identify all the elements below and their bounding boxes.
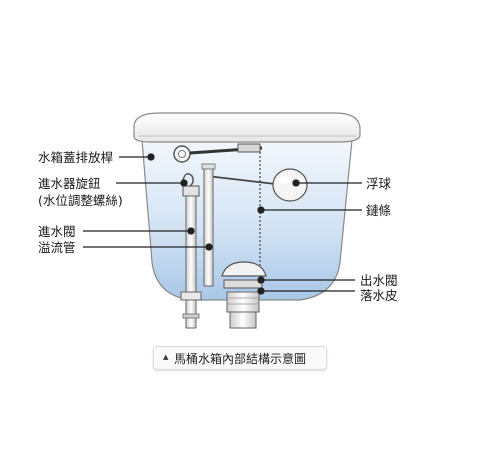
overflow-pipe [201,163,216,287]
label-inlet-knob-note: (水位調整螺絲) [38,193,123,208]
caption-box: ▲ 馬桶水箱內部結構示意圖 [153,346,327,370]
label-float-ball: 浮球 [366,176,392,191]
label-inlet-valve: 進水閥 [38,224,76,239]
caption-text: 馬桶水箱內部結構示意圖 [174,352,307,366]
outlet-valve [221,261,267,329]
label-lid-handle: 水箱蓋排放桿 [38,150,114,165]
label-inlet-knob: 進水器旋鈕 [38,176,101,191]
float-assembly [206,168,308,202]
label-outlet-valve: 出水閥 [360,273,398,288]
tank-lid [133,112,361,143]
inlet-valve [180,173,202,329]
leader-lines [83,153,362,295]
label-overflow-pipe: 溢流管 [38,240,76,255]
label-chain: 鏈條 [366,203,392,218]
triangle-icon: ▲ [163,353,169,361]
label-flapper: 落水皮 [360,288,398,303]
flush-lever [173,143,263,163]
